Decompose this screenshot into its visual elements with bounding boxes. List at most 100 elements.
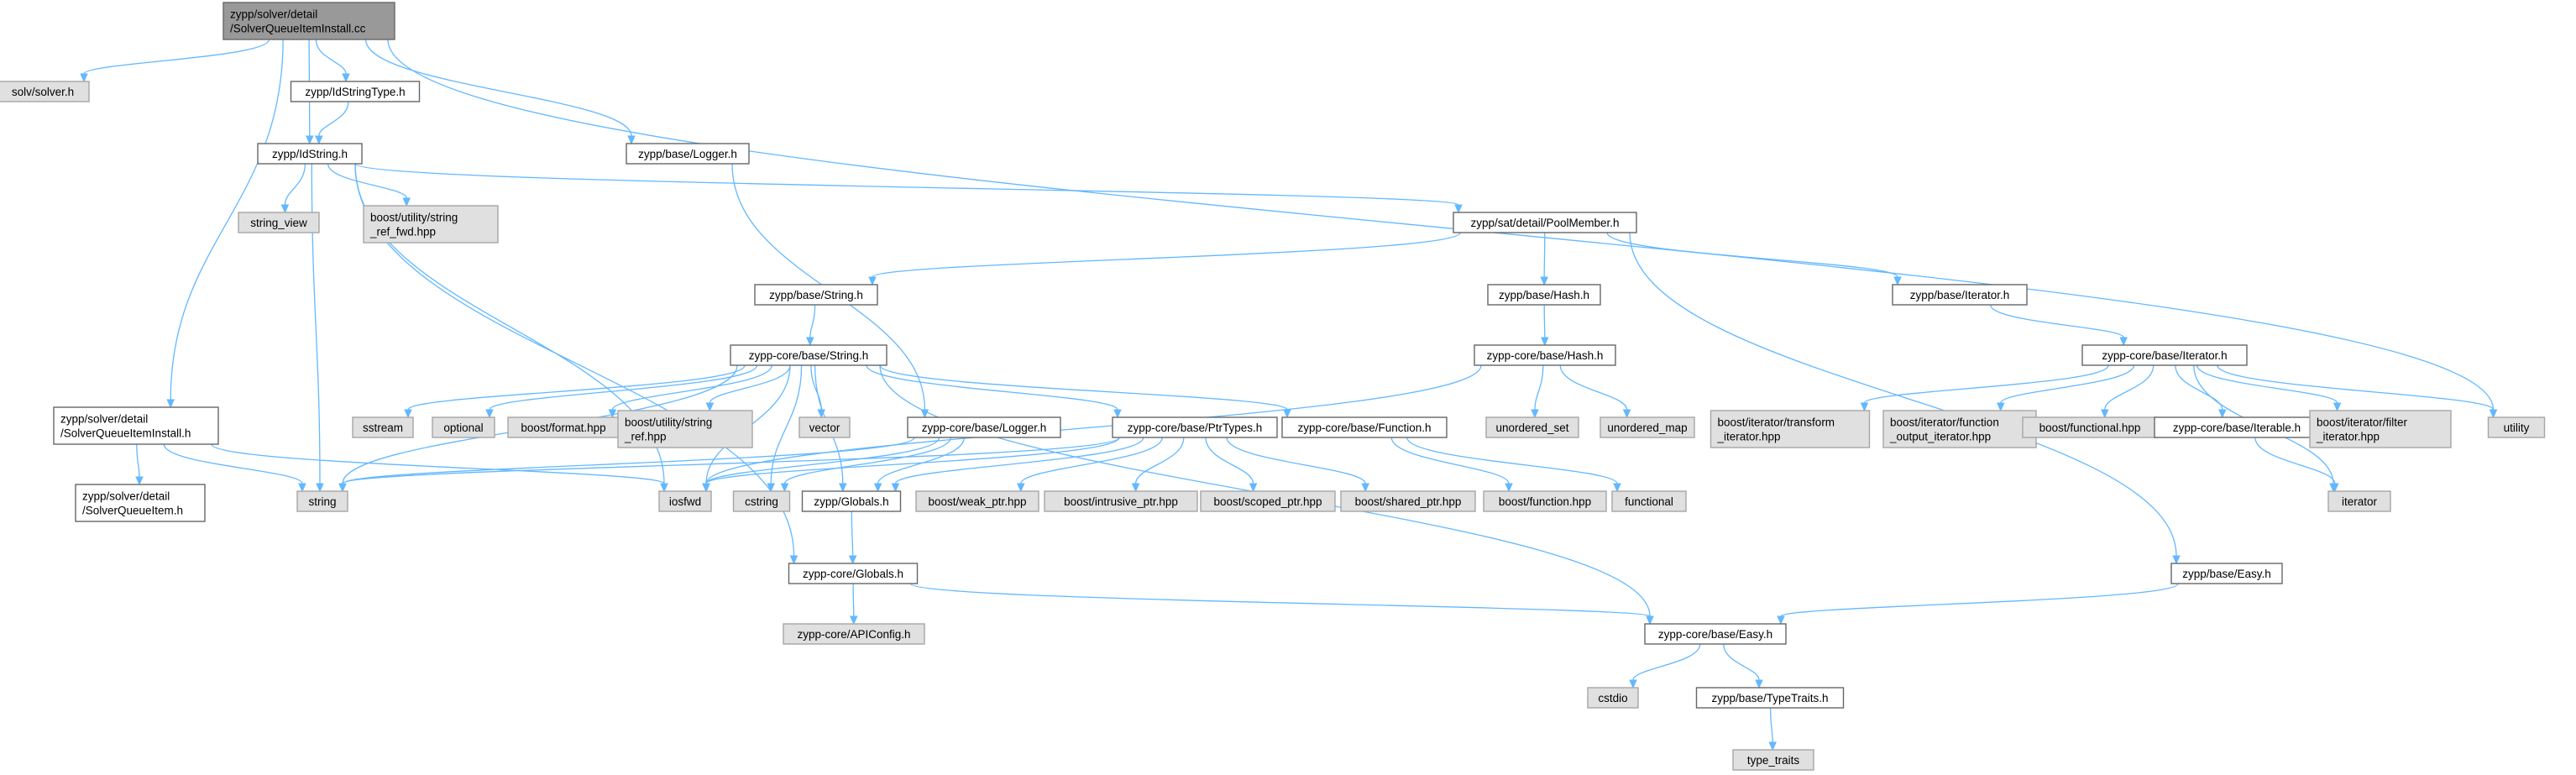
node-string-ref-fwd: boost/utility/string_ref_fwd.hpp (363, 205, 499, 243)
node-poolmember[interactable]: zypp/sat/detail/PoolMember.h (1453, 212, 1637, 233)
edge-line (1632, 643, 1701, 681)
edge-root-to-sqi_install_h (166, 39, 284, 409)
node-box (1732, 749, 1814, 771)
node-cstdio: cstdio (1587, 687, 1639, 709)
arrowhead-icon (1997, 402, 2005, 412)
node-iosfwd: iosfwd (658, 490, 712, 512)
edge-sqi_install_h-to-iosfwd (211, 443, 668, 493)
edge-line (489, 364, 758, 411)
arrowhead-icon (868, 276, 877, 286)
edge-core_ptrtypes-to-iosfwd (702, 437, 1120, 493)
node-label: zypp-core/base/PtrTypes.h (1128, 422, 1263, 434)
node-zypp-globals[interactable]: zypp/Globals.h (801, 490, 902, 512)
arrowhead-icon (166, 399, 175, 409)
edge-core_string-to-sstream (404, 364, 746, 419)
edge-line (311, 163, 321, 484)
arrowhead-icon (316, 483, 324, 493)
arrowhead-icon (1454, 204, 1463, 214)
node-label: zypp-core/base/Iterator.h (2102, 349, 2227, 362)
edge-line (1226, 437, 1366, 484)
edge-line (705, 437, 940, 484)
node-base-easy[interactable]: zypp/base/Easy.h (2170, 563, 2283, 584)
node-core-ptrtypes[interactable]: zypp-core/base/PtrTypes.h (1112, 416, 1278, 438)
node-box (626, 143, 750, 165)
edge-line (1534, 364, 1544, 411)
edge-core_iterable-to-iterator (2254, 437, 2339, 493)
arrowhead-icon (1361, 483, 1369, 493)
arrowhead-icon (1622, 409, 1631, 419)
node-typetraits[interactable]: zypp/base/TypeTraits.h (1695, 687, 1845, 709)
node-box (1487, 284, 1601, 306)
node-idstringtype[interactable]: zypp/IdStringType.h (290, 81, 421, 102)
node-box (2487, 416, 2546, 438)
edge-line (1989, 304, 2124, 338)
node-core-globals[interactable]: zypp-core/Globals.h (788, 563, 919, 584)
node-base-logger[interactable]: zypp/base/Logger.h (626, 143, 750, 165)
node-core-logger[interactable]: zypp-core/base/Logger.h (907, 416, 1061, 438)
node-base-string[interactable]: zypp/base/String.h (754, 284, 878, 306)
edge-line (1863, 364, 2109, 404)
node-scoped-ptr: boost/scoped_ptr.hpp (1200, 490, 1336, 512)
node-box (1709, 410, 1871, 448)
edge-line (852, 583, 855, 617)
node-box (2081, 344, 2248, 366)
node-box (1695, 687, 1845, 709)
edge-line (1629, 232, 2177, 557)
edge-line (2254, 437, 2336, 484)
edge-core_string-to-optional (485, 364, 758, 419)
node-box (1892, 284, 2028, 306)
edge-line (1723, 643, 1760, 681)
arrowhead-icon (298, 483, 306, 493)
node-core-hash[interactable]: zypp-core/base/Hash.h (1474, 344, 1616, 366)
node-root[interactable]: zypp/solver/detail/SolverQueueItemInstal… (223, 2, 395, 40)
node-box (2170, 563, 2283, 584)
edge-line (284, 163, 306, 206)
node-label: boost/iterator/function (1890, 416, 1999, 429)
node-sqi-h[interactable]: zypp/solver/detail/SolverQueueItem.h (75, 484, 206, 522)
edge-line (894, 437, 1144, 484)
arrowhead-icon (1283, 409, 1291, 419)
edge-core_function-to-boost_function (1390, 437, 1513, 493)
node-idstring[interactable]: zypp/IdString.h (257, 143, 363, 165)
arrowhead-icon (873, 483, 882, 493)
edge-line (705, 437, 1120, 484)
edge-root-to-idstringtype (315, 39, 350, 83)
edge-core_string-to-cstring (767, 364, 803, 493)
node-base-iterator[interactable]: zypp/base/Iterator.h (1892, 284, 2028, 306)
arrowhead-icon (1541, 337, 1549, 347)
node-base-hash[interactable]: zypp/base/Hash.h (1487, 284, 1601, 306)
node-box (1587, 687, 1639, 709)
arrowhead-icon (315, 135, 323, 145)
edge-line (1390, 437, 1510, 484)
edge-line (705, 364, 1482, 484)
edge-core_easy-to-cstdio (1629, 643, 1701, 689)
node-core-function[interactable]: zypp-core/base/Function.h (1281, 416, 1448, 438)
node-label: sstream (363, 422, 403, 434)
edge-core_hash-to-unordered_set (1531, 364, 1544, 419)
edge-core_function-to-functional (1406, 437, 1621, 493)
node-core-string[interactable]: zypp-core/base/String.h (730, 344, 887, 366)
edge-core_string-to-string_ref (705, 364, 791, 412)
arrowhead-icon (2489, 409, 2498, 419)
node-label: zypp-core/base/Function.h (1297, 422, 1431, 434)
node-core-easy[interactable]: zypp-core/base/Easy.h (1644, 623, 1787, 645)
node-box (1200, 490, 1336, 512)
edge-root-to-base_logger (364, 39, 636, 145)
edge-core_iterator-to-boost_functional (2101, 364, 2155, 419)
node-box (801, 490, 902, 512)
edge-line (318, 101, 349, 137)
node-label: zypp/IdString.h (272, 148, 348, 160)
node-core-iterator[interactable]: zypp-core/base/Iterator.h (2081, 344, 2248, 366)
edge-base_iterator-to-core_iterator (1989, 304, 2128, 347)
arrowhead-icon (1540, 276, 1548, 286)
node-string-view: string_view (238, 212, 320, 233)
edge-sqi_install_h-to-sqi_h (135, 443, 144, 486)
edge-line (342, 437, 1120, 484)
edge-idstringtype-to-idstring (315, 101, 349, 145)
node-sqi-install-h[interactable]: zypp/solver/detail/SolverQueueItemInstal… (53, 406, 219, 445)
node-box (788, 563, 919, 584)
node-label: zypp/sat/detail/PoolMember.h (1470, 217, 1619, 229)
arrowhead-icon (2119, 337, 2128, 347)
node-core-iterable[interactable]: zypp-core/base/Iterable.h (2154, 416, 2320, 438)
arrowhead-icon (1017, 483, 1025, 493)
